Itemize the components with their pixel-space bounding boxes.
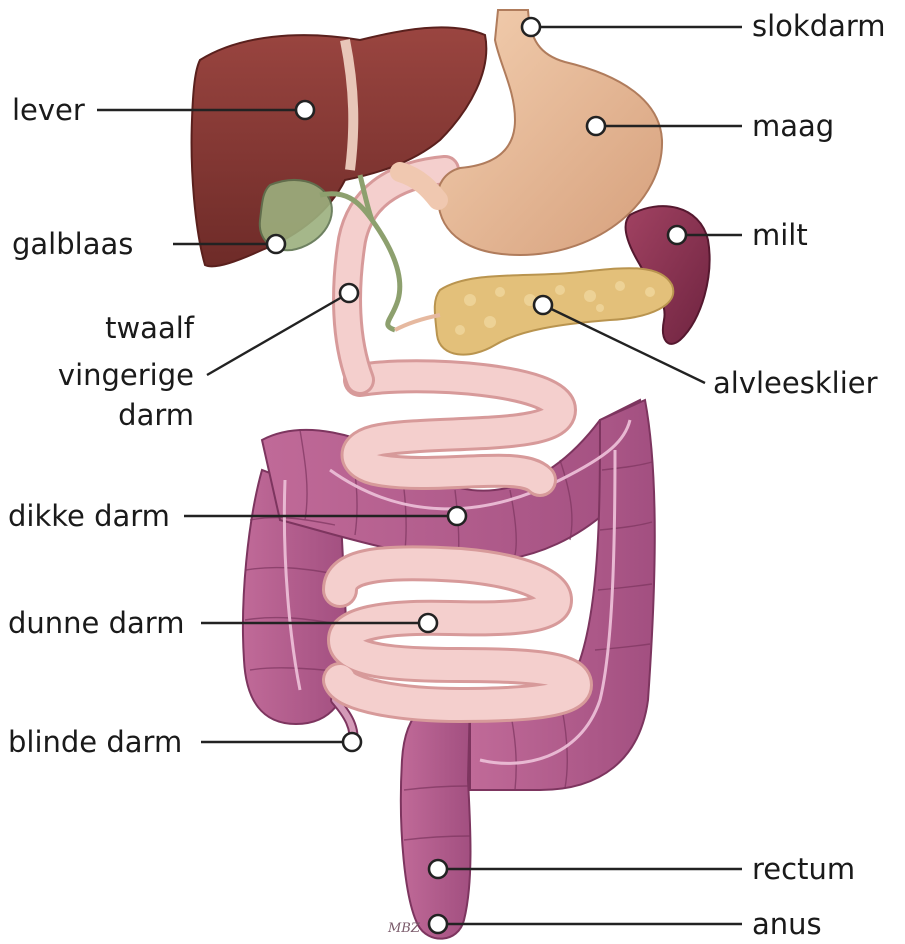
label-blinde-darm: blinde darm xyxy=(8,725,182,759)
marker-maag xyxy=(587,117,605,135)
label-galblaas: galblaas xyxy=(12,227,133,261)
marker-lever xyxy=(296,101,314,119)
leader-twaalfvingerige-darm xyxy=(207,293,349,375)
pancreas xyxy=(395,268,673,354)
label-milt: milt xyxy=(752,218,808,252)
label-twaalfvingerige-line2: vingerige xyxy=(58,358,194,392)
label-twaalfvingerige-line3: darm xyxy=(118,398,194,432)
label-twaalfvingerige-line1: twaalf xyxy=(105,311,195,345)
label-lever: lever xyxy=(12,93,85,127)
marker-galblaas xyxy=(267,235,285,253)
marker-dunne-darm xyxy=(419,614,437,632)
label-alvleesklier: alvleesklier xyxy=(713,366,878,400)
marker-anus xyxy=(429,915,447,933)
marker-slokdarm xyxy=(522,18,540,36)
label-maag: maag xyxy=(752,109,834,143)
label-dunne-darm: dunne darm xyxy=(8,606,184,640)
label-anus: anus xyxy=(752,907,822,941)
marker-milt xyxy=(668,226,686,244)
label-rectum: rectum xyxy=(752,852,855,886)
label-slokdarm: slokdarm xyxy=(752,9,886,43)
marker-rectum xyxy=(429,860,447,878)
marker-twaalfvingerige-darm xyxy=(340,284,358,302)
marker-blinde-darm xyxy=(343,733,361,751)
label-dikke-darm: dikke darm xyxy=(8,499,170,533)
marker-alvleesklier xyxy=(534,296,552,314)
artist-signature: MBZ xyxy=(387,921,421,936)
marker-dikke-darm xyxy=(448,507,466,525)
